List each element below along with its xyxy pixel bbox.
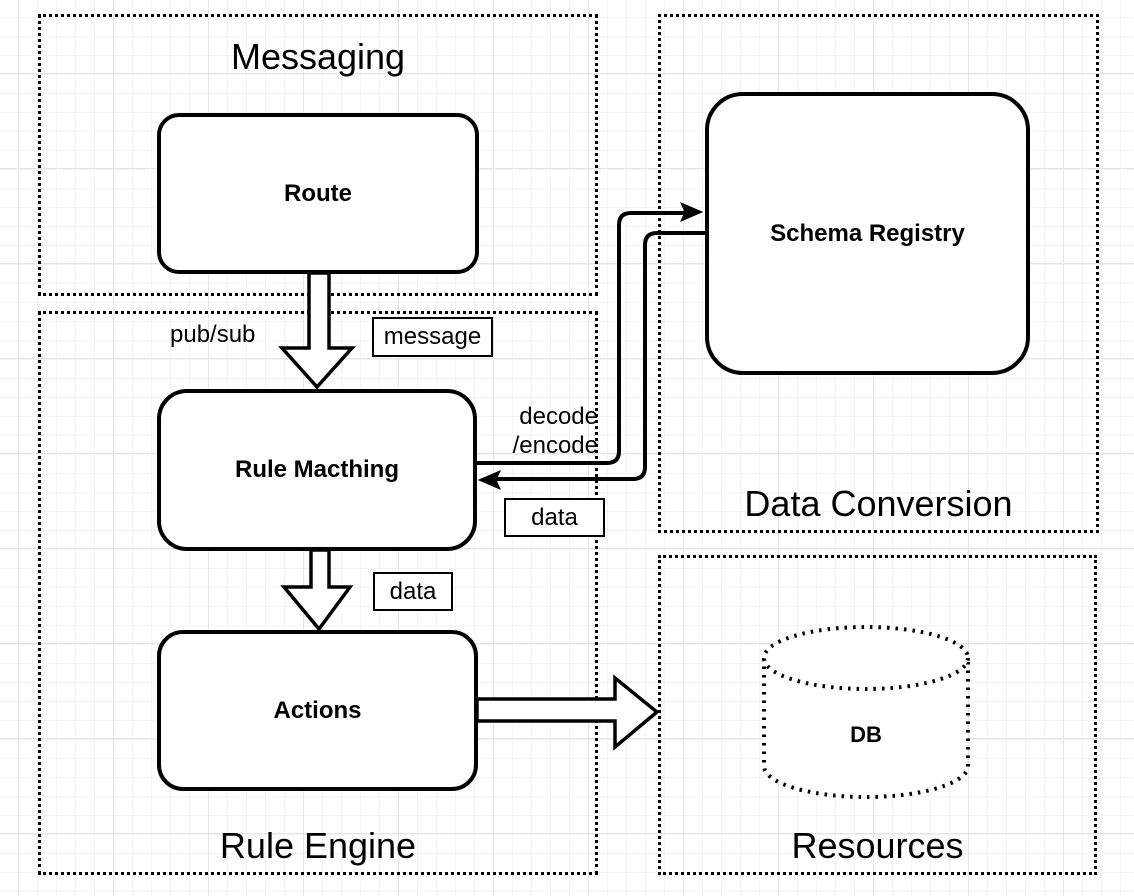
- node-route: Route: [157, 113, 479, 274]
- edge-label-data-bottom: data: [373, 572, 453, 611]
- edge-label-data-top: data: [504, 498, 605, 537]
- node-schema-registry: Schema Registry: [705, 92, 1030, 375]
- container-resources: Resources: [658, 555, 1097, 875]
- edge-label-decode-encode: decode /encode: [512, 403, 598, 459]
- node-rule-matching: Rule Macthing: [157, 389, 477, 551]
- node-actions-label: Actions: [273, 696, 362, 724]
- node-route-label: Route: [284, 179, 352, 207]
- container-title-resources: Resources: [791, 825, 964, 867]
- container-title-rule-engine: Rule Engine: [219, 825, 417, 867]
- node-rule-matching-label: Rule Macthing: [234, 456, 399, 483]
- container-title-data-conversion: Data Conversion: [744, 483, 1013, 525]
- container-title-messaging: Messaging: [230, 36, 406, 77]
- node-actions: Actions: [157, 630, 478, 791]
- node-schema-registry-label: Schema Registry: [770, 219, 965, 247]
- db-label: DB: [850, 722, 882, 747]
- edge-label-pub-sub: pub/sub: [170, 321, 256, 348]
- edge-label-message: message: [372, 317, 493, 357]
